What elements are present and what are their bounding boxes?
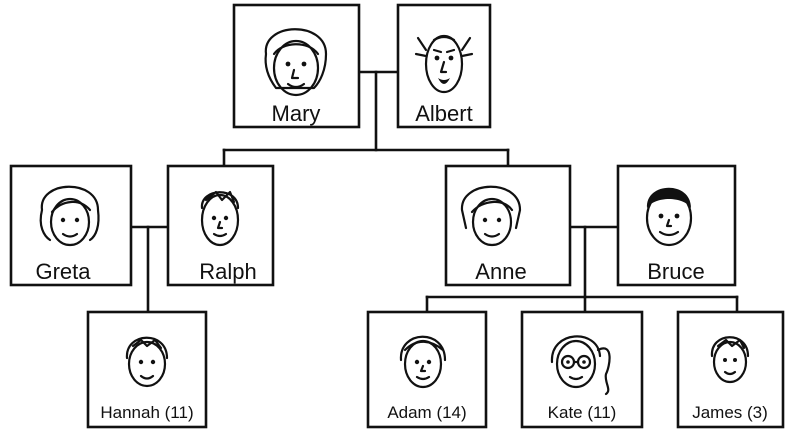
- person-card-greta: Greta: [9, 164, 133, 287]
- girl-face-icon: [125, 336, 169, 388]
- person-card-adam: Adam (14): [366, 310, 488, 429]
- name-kate: Kate (11): [548, 403, 617, 422]
- name-albert: Albert: [415, 101, 472, 126]
- name-adam: Adam (14): [387, 403, 466, 422]
- old-man-face-icon: [414, 34, 474, 94]
- person-card-hannah: Hannah (11): [86, 310, 208, 429]
- name-mary: Mary: [272, 101, 321, 126]
- woman-face-icon: [264, 28, 328, 97]
- person-card-albert: Albert: [396, 3, 492, 129]
- person-card-james: James (3): [676, 310, 785, 429]
- name-ralph: Ralph: [199, 259, 256, 284]
- man-face-icon: [200, 190, 240, 247]
- person-card-mary: Mary: [232, 3, 361, 129]
- tree-connectors: [129, 70, 739, 314]
- woman-face-icon: [39, 185, 100, 247]
- name-greta: Greta: [35, 259, 91, 284]
- name-james: James (3): [692, 403, 768, 422]
- child-face-icon: [710, 336, 750, 384]
- person-card-kate: Kate (11): [520, 310, 644, 429]
- person-card-bruce: Bruce: [616, 164, 737, 287]
- girl-with-glasses-face-icon: [550, 335, 611, 396]
- name-hannah: Hannah (11): [100, 403, 193, 422]
- man-face-icon: [645, 187, 693, 247]
- boy-face-icon: [399, 335, 447, 389]
- person-card-ralph: Ralph: [166, 164, 275, 287]
- name-bruce: Bruce: [647, 259, 704, 284]
- woman-face-icon: [460, 185, 522, 247]
- person-card-anne: Anne: [444, 164, 572, 287]
- name-anne: Anne: [475, 259, 526, 284]
